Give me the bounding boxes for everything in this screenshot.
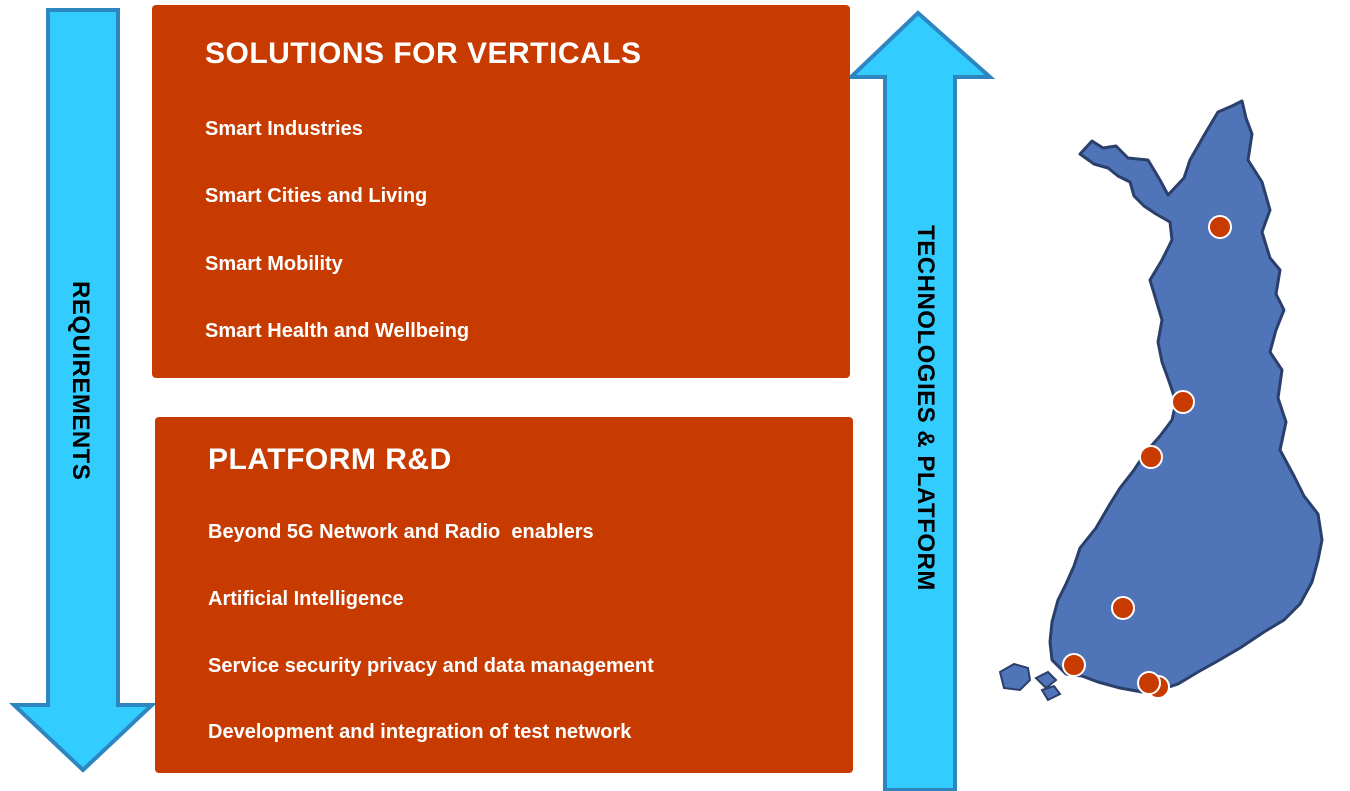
requirements-label: REQUIREMENTS <box>67 281 94 481</box>
solutions-title: SOLUTIONS FOR VERTICALS <box>205 37 642 70</box>
finland-map-icon <box>998 99 1324 702</box>
location-dot <box>1111 596 1135 620</box>
archipelago-island <box>1034 670 1058 690</box>
archipelago-island <box>1040 684 1062 702</box>
technologies-platform-label: TECHNOLOGIES & PLATFORM <box>912 225 939 591</box>
location-dot <box>1208 215 1232 239</box>
solutions-item: Smart Cities and Living <box>205 185 428 207</box>
location-dot <box>1139 445 1163 469</box>
platform-item: Development and integration of test netw… <box>208 721 632 743</box>
aland-islands <box>998 662 1032 692</box>
location-dot <box>1062 653 1086 677</box>
platform-item: Artificial Intelligence <box>208 588 404 610</box>
solutions-item: Smart Industries <box>205 118 363 140</box>
platform-title: PLATFORM R&D <box>208 443 452 476</box>
technologies-arrow <box>846 10 996 791</box>
platform-item: Beyond 5G Network and Radio enablers <box>208 521 594 543</box>
location-dot <box>1171 390 1195 414</box>
location-dot <box>1137 671 1161 695</box>
solutions-box: SOLUTIONS FOR VERTICALS Smart Industries… <box>152 5 850 378</box>
solutions-item: Smart Mobility <box>205 253 343 275</box>
platform-item: Service security privacy and data manage… <box>208 655 654 677</box>
platform-box: PLATFORM R&D Beyond 5G Network and Radio… <box>155 417 853 773</box>
location-dots <box>1062 215 1232 699</box>
solutions-item: Smart Health and Wellbeing <box>205 320 470 342</box>
requirements-arrow <box>8 8 158 773</box>
